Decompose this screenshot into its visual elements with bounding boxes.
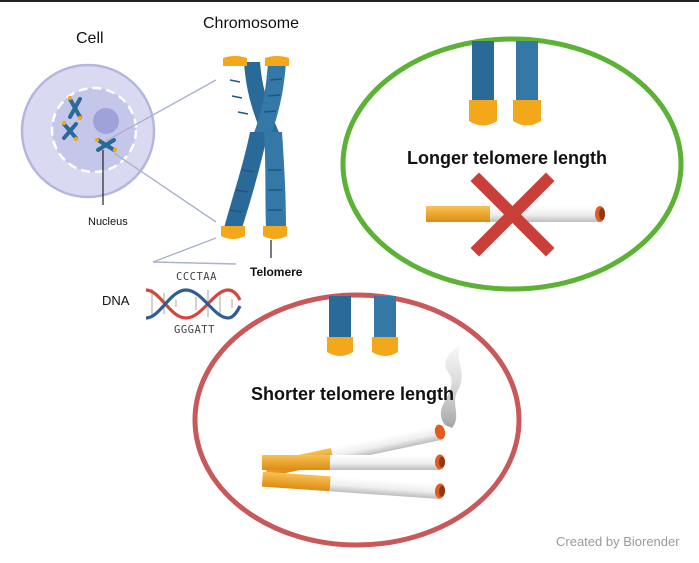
cross-mark-icon [470,172,555,257]
dna-sequence-top: CCCTAA [176,271,217,283]
mini-chromosome [62,97,116,152]
chromosome [221,56,289,258]
short-chromosome-ends [327,296,398,356]
telomere-label: Telomere [250,265,303,279]
chromosome-label: Chromosome [203,15,300,32]
nucleolus [93,108,119,134]
zoom-lines [105,79,237,265]
credit-footer: Created by Biorender [556,534,680,549]
smoke-icon [440,346,462,428]
shorter-telomere-title: Shorter telomere length [251,384,455,404]
dna-label: DNA [102,293,130,308]
longer-telomere-title: Longer telomere length [407,148,608,168]
longer-panel [340,36,684,292]
cigarette-stack [261,424,446,499]
nucleus-label: Nucleus [88,216,128,228]
shorter-panel [192,292,522,548]
long-chromosome-ends [469,41,541,126]
cell [20,63,156,205]
dna-sequence-bottom: GGGATT [174,324,215,336]
longer-ring [340,36,684,292]
top-border [0,0,699,2]
cell-label: Cell [76,30,104,47]
shorter-ring [192,292,522,548]
dna-helix [145,288,242,320]
